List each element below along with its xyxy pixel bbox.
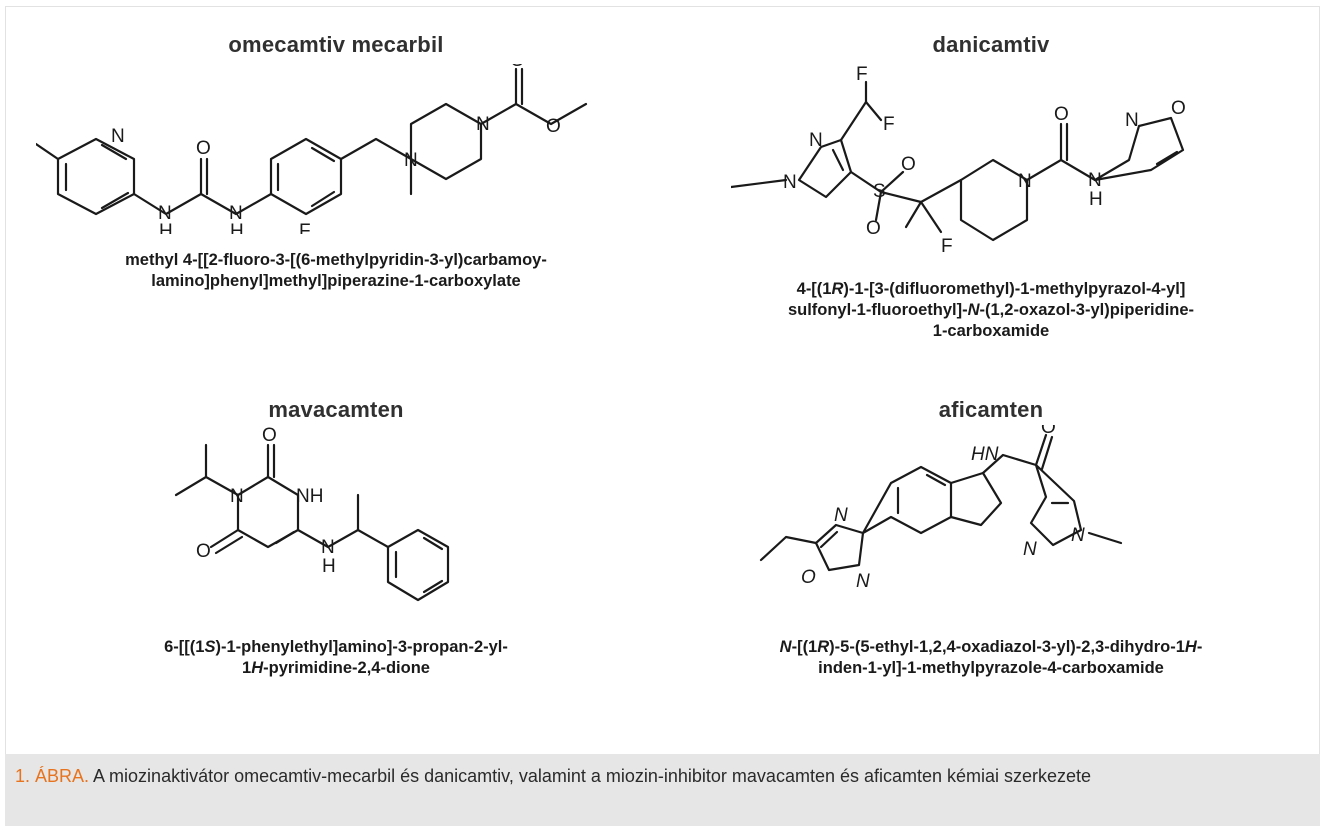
atom-label: O [1054,104,1069,125]
atom-label: N [230,486,244,507]
iupac-part: )-1-phenylethyl]amino]-3-propan-2-yl- [215,638,508,656]
atom-label: N [1125,110,1139,131]
iupac-italic: S [204,638,216,656]
iupac-name: 4-[(1R)-1-[3-(difluoromethyl)-1-methylpy… [671,279,1311,342]
iupac-italic: N [779,638,792,656]
figure: omecamtiv mecarbil N N H O N H F N N [5,6,1320,826]
iupac-part: -pyrimidine-2,4-dione [263,659,430,677]
panel-danicamtiv: danicamtiv F F N N S O O [671,32,1311,342]
iupac-line: 1H-pyrimidine-2,4-dione [26,658,646,679]
atom-label: N [809,130,823,151]
iupac-italic: N [967,301,980,319]
iupac-italic: H [1184,638,1197,656]
iupac-part: -(1,2-oxazol-3-yl)piperidine- [979,301,1195,319]
atom-label: N [476,114,490,135]
atom-label: N [229,203,243,224]
atom-label: F [883,114,895,135]
atom-label: N [1071,525,1085,546]
atom-label: H [1089,189,1103,210]
iupac-line: inden-1-yl]-1-methylpyrazole-4-carboxami… [818,659,1164,677]
danicamtiv-structure: F F N N S O O F N O N H N O [731,64,1186,257]
iupac-part: sulfonyl-1-fluoroethyl]- [787,301,968,319]
iupac-italic: R [817,638,830,656]
atom-label: N [111,126,125,147]
atom-label: N [1088,170,1102,191]
iupac-italic: R [831,280,844,298]
atom-label: O [510,64,525,71]
atom-label: O [546,116,561,137]
caption-text: A miozinaktivátor omecamtiv-mecarbil és … [89,766,1092,786]
iupac-part: )-1-[3-(difluoromethyl)-1-methylpyrazol-… [843,280,1186,298]
iupac-part: )-5-(5-ethyl-1,2,4-oxadiazol-3-yl)-2,3-d… [829,638,1185,656]
compound-title: omecamtiv mecarbil [228,32,444,57]
mavacamten-structure: N O NH O N H [174,425,450,602]
atom-label: N [783,172,797,193]
atom-label: NH [296,486,323,507]
atom-label: O [1171,98,1186,119]
caption-label: 1. ÁBRA. [15,766,90,786]
iupac-name: methyl 4-[[2-fluoro-3-[(6-methylpyridin-… [26,250,646,292]
panel-mavacamten: mavacamten N O NH O N H 6-[[(1S)-1-pheny… [26,397,646,679]
iupac-part: 4-[(1 [796,280,832,298]
iupac-part: 6-[[(1 [164,638,205,656]
iupac-name: N-[(1R)-5-(5-ethyl-1,2,4-oxadiazol-3-yl)… [671,637,1311,679]
iupac-part: -[(1 [791,638,818,656]
atom-label: F [299,221,311,234]
iupac-name: 6-[[(1S)-1-phenylethyl]amino]-3-propan-2… [26,637,646,679]
atom-label: H [322,556,336,577]
atom-label: O [196,541,211,562]
figure-caption: 1. ÁBRA. A miozinaktivátor omecamtiv-mec… [5,754,1320,826]
atom-label: S [873,181,886,202]
atom-label: N [856,571,870,592]
atom-label: N [158,203,172,224]
iupac-italic: H [251,659,264,677]
atom-label: N [834,505,848,526]
atom-label: N [321,537,335,558]
atom-label: O [866,218,881,239]
iupac-line: methyl 4-[[2-fluoro-3-[(6-methylpyridin-… [125,251,547,269]
compound-title: mavacamten [268,397,404,422]
atom-label: F [856,64,868,85]
aficamten-structure: N O N HN O N N [759,425,1123,592]
atom-label: O [262,425,277,446]
iupac-line: 4-[(1R)-1-[3-(difluoromethyl)-1-methylpy… [671,279,1311,300]
atom-label: H [230,221,244,234]
atom-label: N [404,150,418,171]
atom-label: O [801,567,816,588]
atom-label: O [901,154,916,175]
panel-aficamten: aficamten N O N HN O N N N-[(1R)-5-(5-e [671,397,1311,679]
atom-label: N [1023,539,1037,560]
atom-label: H [159,221,173,234]
atom-label: O [196,138,211,159]
atom-label: N [1018,171,1032,192]
panel-omecamtiv: omecamtiv mecarbil N N H O N H F N N [26,32,646,292]
iupac-part: - [1196,638,1203,656]
compound-title: aficamten [938,397,1044,422]
atom-label: F [941,236,953,257]
iupac-line: lamino]phenyl]methyl]piperazine-1-carbox… [151,272,521,290]
iupac-line: 6-[[(1S)-1-phenylethyl]amino]-3-propan-2… [26,637,646,658]
compound-title: danicamtiv [932,32,1050,57]
atom-label: O [1041,425,1056,438]
iupac-line: 1-carboxamide [932,322,1050,340]
atom-label: HN [971,444,999,465]
iupac-line: sulfonyl-1-fluoroethyl]-N-(1,2-oxazol-3-… [671,300,1311,321]
omecamtiv-structure: N N H O N H F N N O O [36,64,588,234]
iupac-part: 1 [242,659,252,677]
iupac-line: N-[(1R)-5-(5-ethyl-1,2,4-oxadiazol-3-yl)… [671,637,1311,658]
